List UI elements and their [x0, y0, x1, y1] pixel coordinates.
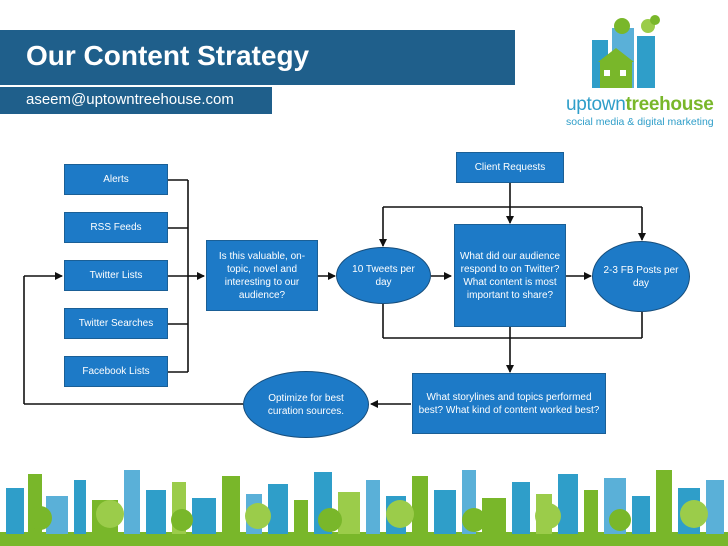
client-requests-box: Client Requests: [456, 152, 564, 183]
source-twitter-lists: Twitter Lists: [64, 260, 168, 291]
logo-tagline: social media & digital marketing: [566, 116, 714, 128]
filter-question-box: Is this valuable, on-topic, novel and in…: [206, 240, 318, 311]
storylines-question-box: What storylines and topics performed bes…: [412, 373, 606, 434]
logo-wordmark: uptowntreehouse: [566, 94, 714, 115]
fb-posts-oval: 2-3 FB Posts per day: [592, 241, 690, 312]
page-title: Our Content Strategy: [26, 40, 310, 71]
tweets-per-day-oval: 10 Tweets per day: [336, 247, 431, 304]
source-twitter-searches: Twitter Searches: [64, 308, 168, 339]
contact-email: aseem@uptowntreehouse.com: [26, 91, 234, 108]
source-alerts: Alerts: [64, 164, 168, 195]
source-rss-feeds: RSS Feeds: [64, 212, 168, 243]
source-facebook-lists: Facebook Lists: [64, 356, 168, 387]
title-bar: [0, 30, 515, 85]
audience-question-box: What did our audience respond to on Twit…: [454, 224, 566, 327]
optimize-oval: Optimize for best curation sources.: [243, 371, 369, 438]
email-bar: [0, 87, 272, 114]
